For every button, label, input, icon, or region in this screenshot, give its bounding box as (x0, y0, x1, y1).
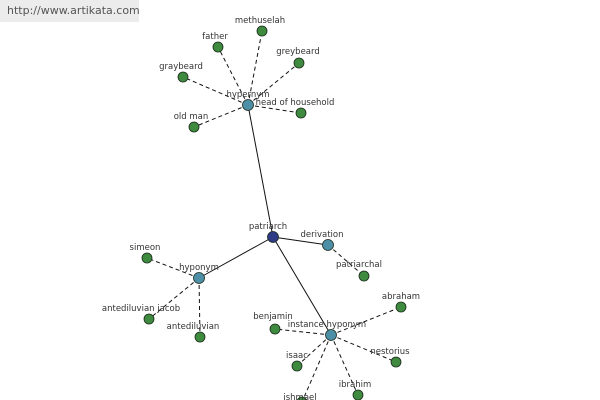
edge-instance-hyponym-to-abraham (330, 306, 402, 336)
labels-layer: patriarch hypernym derivation hyponym instan… (102, 16, 420, 400)
label-old-man[interactable]: old man (174, 112, 209, 122)
label-graybeard[interactable]: graybeard (159, 62, 203, 72)
edge-hypernym-to-old-man (193, 104, 249, 128)
edge-patriarch-to-derivation (272, 236, 329, 246)
label-antediluvian-jacob[interactable]: antediluvian jacob (102, 304, 180, 314)
node-graybeard[interactable] (177, 71, 189, 83)
edge-instance-hyponym-to-isaac (296, 334, 332, 367)
node-patriarchal[interactable] (358, 270, 370, 282)
node-benjamin[interactable] (269, 323, 281, 335)
node-instance-hyponym[interactable] (325, 329, 337, 341)
edge-hyponym-to-antediluvian-jacob (148, 277, 200, 320)
label-patriarch[interactable]: patriarch (249, 222, 287, 232)
node-methuselah[interactable] (256, 25, 268, 37)
edge-hypernym-to-head-of-household (247, 104, 302, 114)
label-father[interactable]: father (202, 32, 228, 42)
label-head-of-household[interactable]: head of household (256, 98, 335, 108)
edge-patriarch-to-instance-hyponym (272, 236, 332, 336)
node-head-of-household[interactable] (295, 107, 307, 119)
node-derivation[interactable] (322, 239, 334, 251)
edge-hyponym-to-simeon (146, 257, 200, 279)
edge-hypernym-to-graybeard (182, 76, 249, 106)
label-patriarchal[interactable]: patriarchal (336, 260, 382, 270)
node-hyponym[interactable] (193, 272, 205, 284)
nodes-layer (141, 25, 407, 400)
node-old-man[interactable] (188, 121, 200, 133)
edge-derivation-to-patriarchal (327, 244, 365, 277)
edge-instance-hyponym-to-nestorius (330, 334, 397, 363)
label-simeon[interactable]: simeon (130, 243, 161, 253)
label-ishmael[interactable]: ishmael (283, 393, 316, 400)
edges-layer (146, 30, 402, 400)
label-ibrahim[interactable]: ibrahim (339, 380, 372, 390)
node-patriarch[interactable] (267, 231, 279, 243)
label-hyponym[interactable]: hyponym (179, 263, 219, 273)
edge-patriarch-to-hyponym (198, 236, 274, 279)
edge-hyponym-to-antediluvian (198, 277, 201, 338)
node-antediluvian-jacob[interactable] (143, 313, 155, 325)
label-hypernym[interactable]: hypernym (226, 90, 269, 100)
node-antediluvian[interactable] (194, 331, 206, 343)
node-hypernym[interactable] (242, 99, 254, 111)
edge-instance-hyponym-to-benjamin (274, 328, 332, 336)
label-derivation[interactable]: derivation (300, 230, 343, 240)
label-methuselah[interactable]: methuselah (235, 16, 285, 26)
label-nestorius[interactable]: nestorius (370, 347, 410, 357)
node-abraham[interactable] (395, 301, 407, 313)
node-ishmael[interactable] (296, 396, 308, 400)
node-greybeard[interactable] (293, 57, 305, 69)
edge-hypernym-to-father (217, 46, 249, 106)
site-url-label[interactable]: http://www.artikata.com (0, 0, 140, 22)
edge-instance-hyponym-to-ishmael (302, 334, 332, 400)
node-simeon[interactable] (141, 252, 153, 264)
label-greybeard[interactable]: greybeard (276, 47, 320, 57)
node-nestorius[interactable] (390, 356, 402, 368)
node-isaac[interactable] (291, 360, 303, 372)
node-ibrahim[interactable] (352, 389, 364, 400)
label-abraham[interactable]: abraham (382, 292, 420, 302)
node-father[interactable] (212, 41, 224, 53)
edge-instance-hyponym-to-ibrahim (330, 334, 359, 396)
label-antediluvian[interactable]: antediluvian (167, 322, 220, 332)
label-instance-hyponym[interactable]: instance hyponym (288, 320, 366, 330)
edge-patriarch-to-hypernym (247, 104, 274, 238)
label-isaac[interactable]: isaac (286, 351, 308, 361)
label-benjamin[interactable]: benjamin (253, 312, 293, 322)
edge-hypernym-to-methuselah (247, 30, 263, 106)
